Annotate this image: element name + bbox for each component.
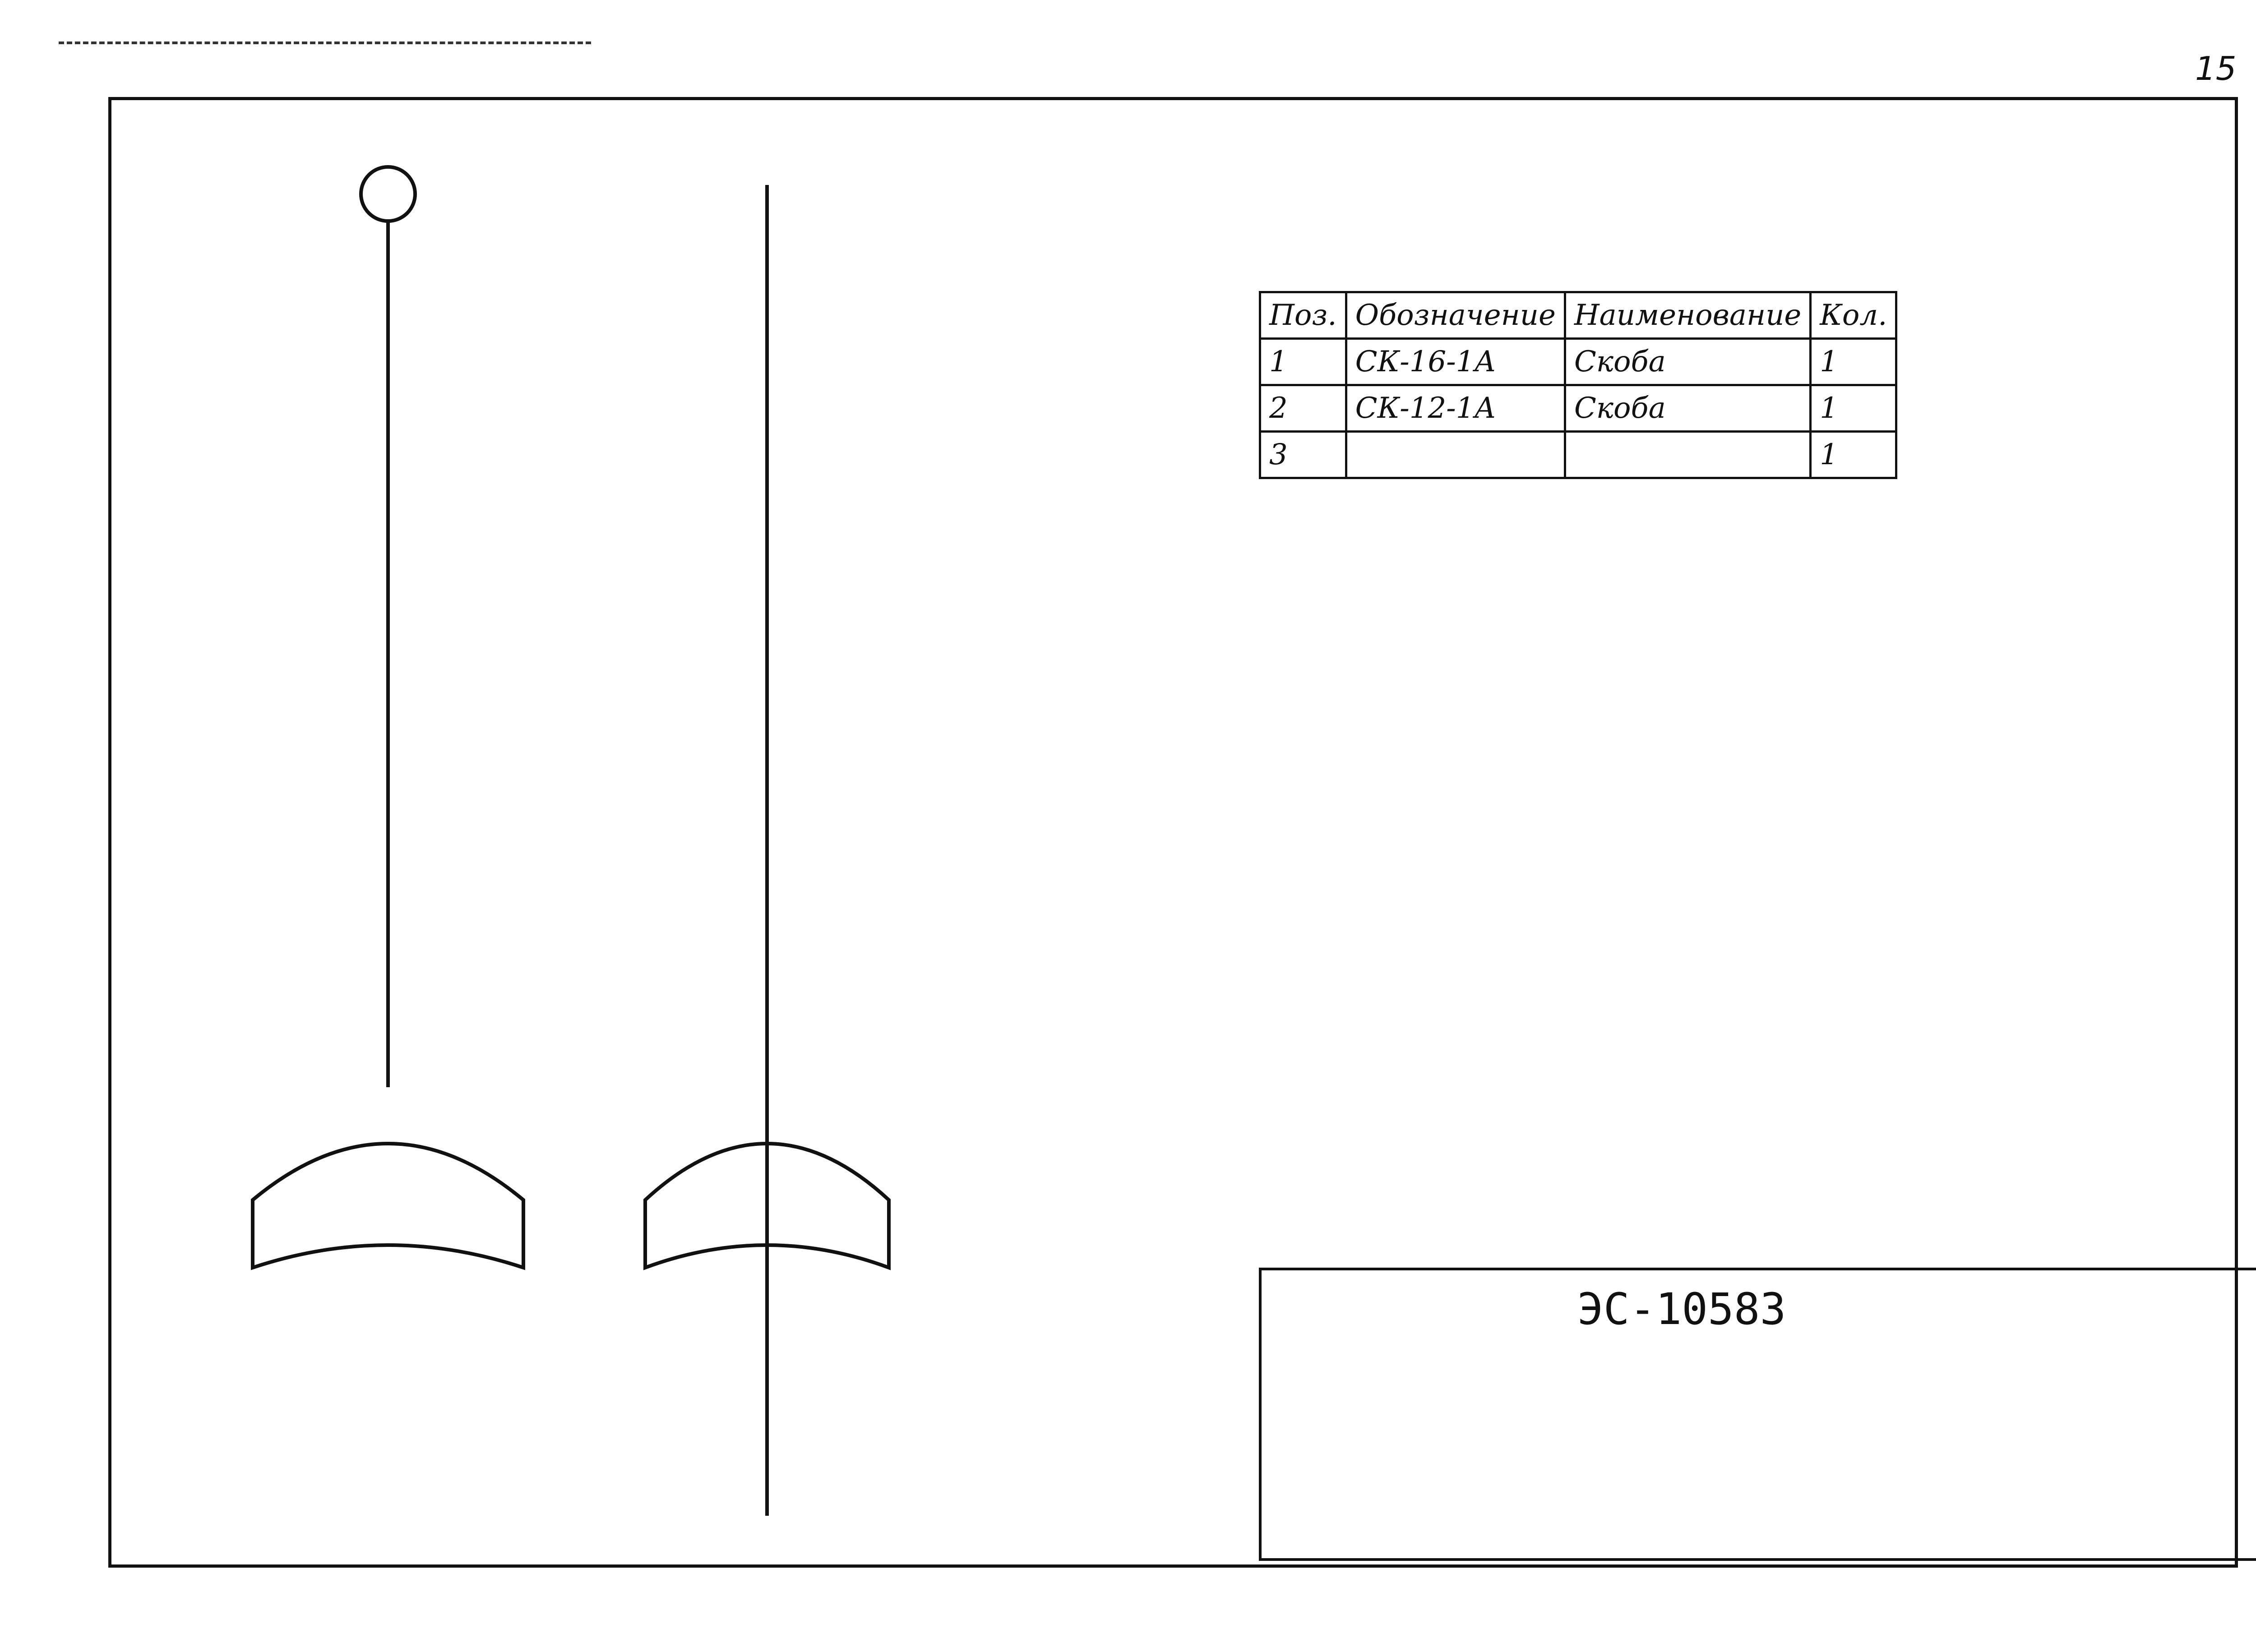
- drawing-frame: [108, 97, 2238, 1568]
- spec-row: 2 СК-12-1А Скоба 1: [1259, 384, 1898, 433]
- insulator-bell-shape: [251, 1142, 525, 1270]
- name-cell: [1563, 430, 1812, 479]
- position-cell: 3: [1259, 430, 1347, 479]
- quantity-cell: 1: [1809, 337, 1898, 386]
- page-number: 15: [2195, 50, 2237, 88]
- top-rule: [59, 42, 591, 44]
- specification-table: Поз. Обозначение Наименование Кол. 1 СК-…: [1259, 291, 1898, 479]
- position-cell: 2: [1259, 384, 1347, 433]
- designation-cell: [1345, 430, 1566, 479]
- designation-cell: СК-16-1А: [1345, 337, 1566, 386]
- designation-cell: СК-12-1А: [1345, 384, 1566, 433]
- document-code: ЭС-10583: [1577, 1284, 1786, 1334]
- col-quantity: Кол.: [1809, 291, 1898, 340]
- quantity-cell: 1: [1809, 430, 1898, 479]
- spec-row: 1 СК-16-1А Скоба 1: [1259, 337, 1898, 386]
- name-cell: Скоба: [1563, 337, 1812, 386]
- col-position: Поз.: [1259, 291, 1347, 340]
- col-name: Наименование: [1563, 291, 1812, 340]
- name-cell: Скоба: [1563, 384, 1812, 433]
- spec-header-row: Поз. Обозначение Наименование Кол.: [1259, 291, 1898, 340]
- insulator-string-drawing: [251, 165, 891, 1516]
- quantity-cell: 1: [1809, 384, 1898, 433]
- col-designation: Обозначение: [1345, 291, 1566, 340]
- side-insulator-bell-shape: [643, 1142, 891, 1270]
- title-block: ЭС-10583: [1259, 1268, 2256, 1561]
- spec-row: 3 1: [1259, 430, 1898, 479]
- position-cell: 1: [1259, 337, 1347, 386]
- shackle-eye-shape: [359, 165, 417, 223]
